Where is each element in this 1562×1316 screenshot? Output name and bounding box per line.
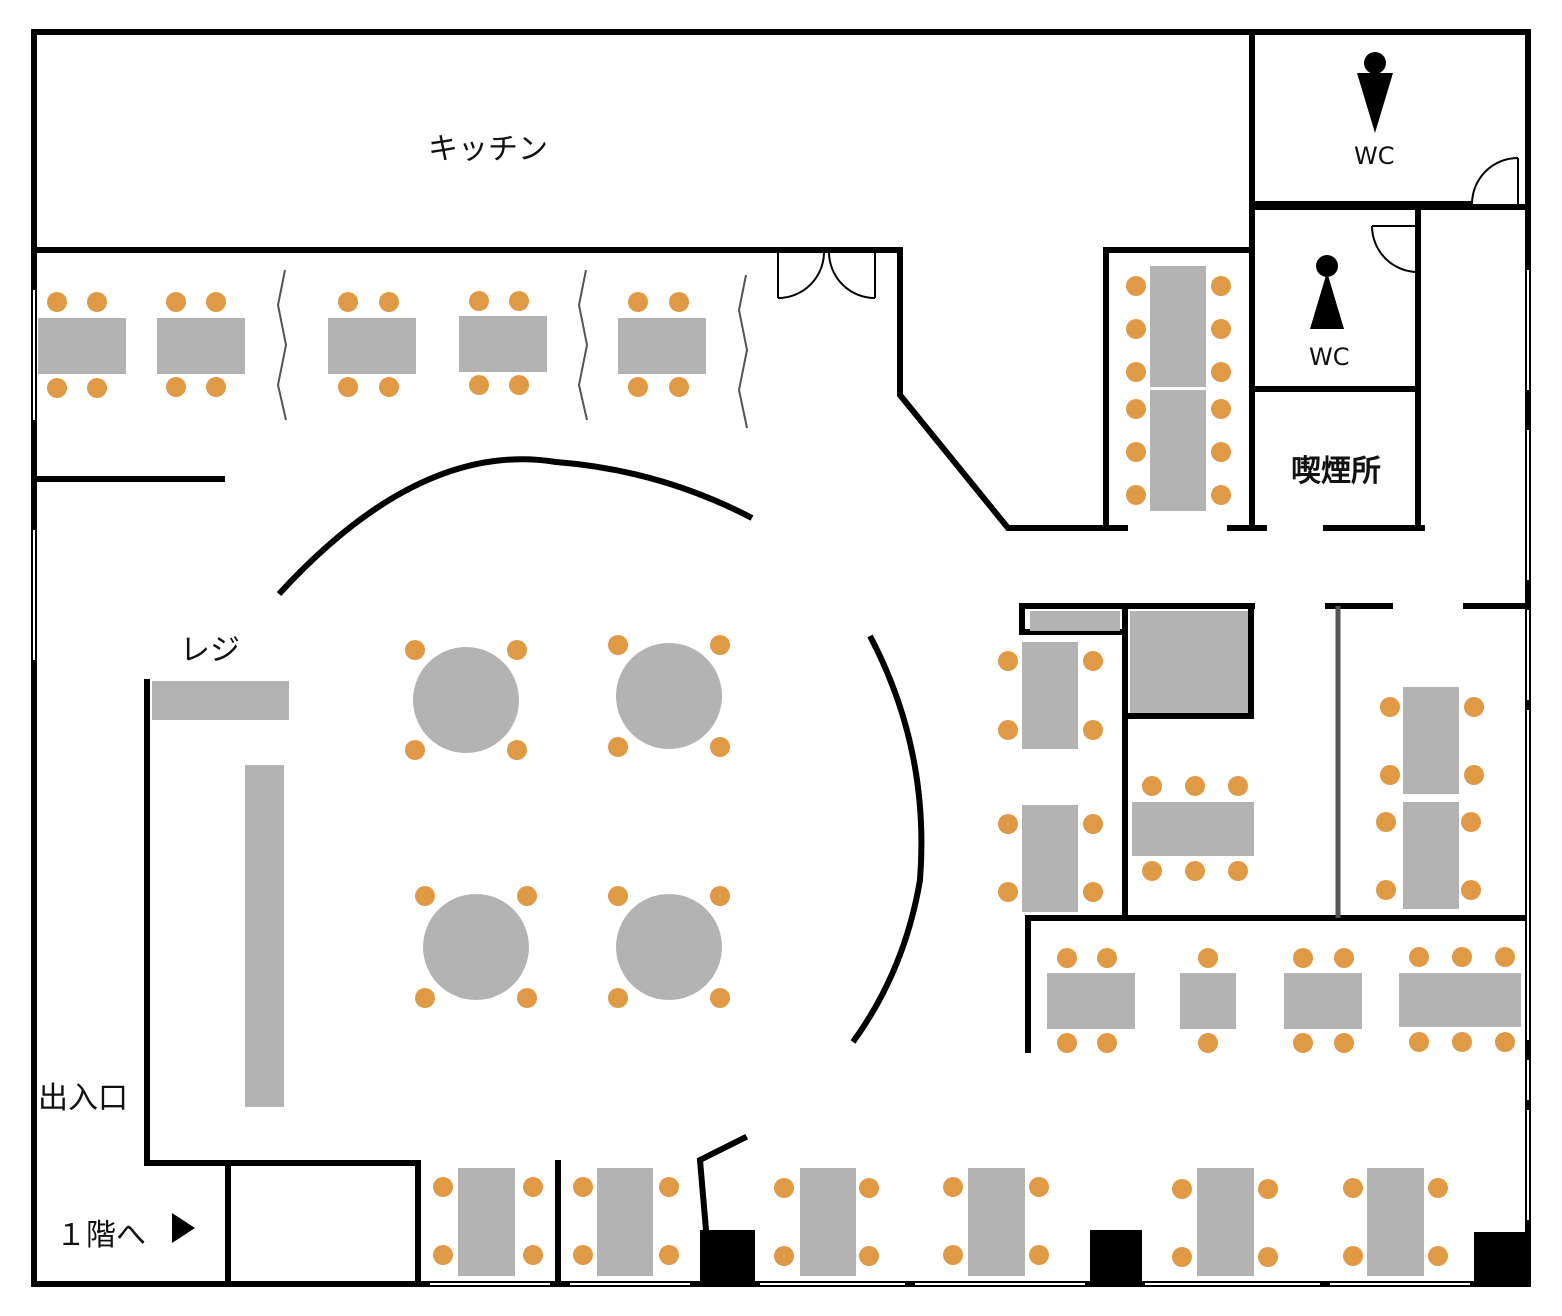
entrance-label: 出入口 xyxy=(38,1081,128,1116)
partitions xyxy=(276,269,1341,918)
register-label: レジ xyxy=(180,633,240,668)
to-first-floor-label: １階へ xyxy=(56,1218,146,1253)
tables xyxy=(38,266,1521,1276)
right-triangle-arrow-icon xyxy=(172,1213,195,1243)
doors xyxy=(777,157,1519,299)
wc-women-label: WC xyxy=(1309,343,1350,371)
female-restroom-icon xyxy=(1310,255,1344,329)
kitchen-label: キッチン xyxy=(428,132,548,167)
male-restroom-icon xyxy=(1357,52,1393,133)
chairs xyxy=(47,276,1515,1267)
pillars xyxy=(700,1230,1528,1286)
windows xyxy=(33,270,1529,1285)
smoking-room-label: 喫煙所 xyxy=(1291,454,1381,489)
arcs xyxy=(276,456,925,1044)
wc-men-label: WC xyxy=(1354,142,1395,170)
